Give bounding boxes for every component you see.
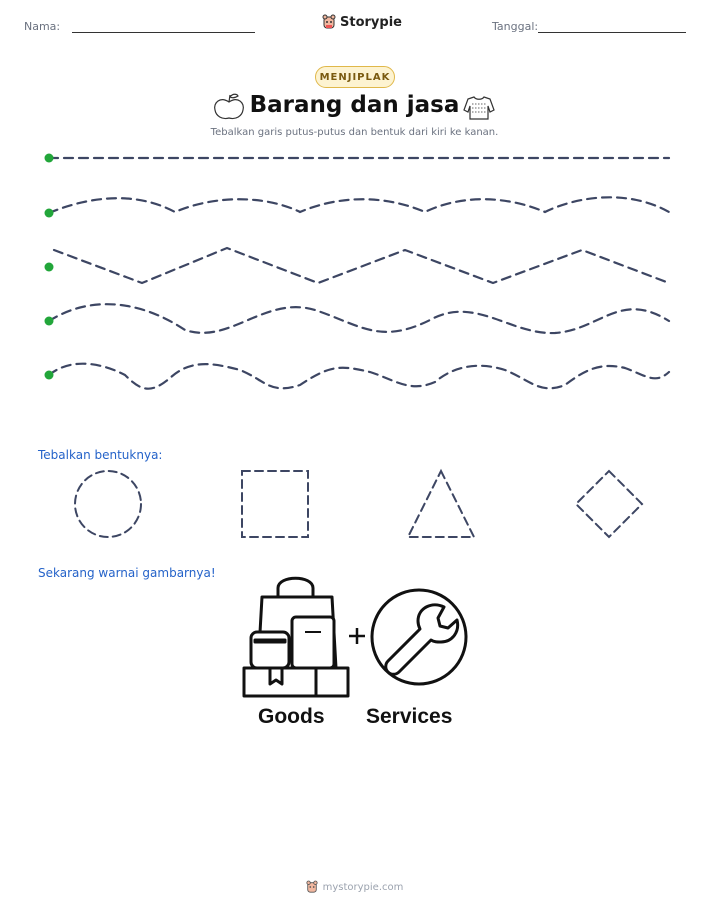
start-dot — [44, 153, 54, 163]
shapes-section-label: Tebalkan bentuknya: — [38, 448, 163, 462]
start-dot — [44, 262, 54, 272]
trace-square[interactable] — [241, 470, 309, 538]
start-dot — [44, 370, 54, 380]
start-dot — [44, 208, 54, 218]
plus-icon — [349, 628, 365, 644]
wrench-icon — [370, 588, 468, 686]
shopping-bag-icon — [242, 576, 350, 698]
trace-line-wave-3[interactable] — [47, 362, 671, 390]
footer: mystorypie.com — [0, 880, 709, 894]
page-subtitle: Tebalkan garis putus-putus dan bentuk da… — [210, 127, 499, 138]
brand-name: Storypie — [340, 14, 402, 30]
trace-triangle[interactable] — [406, 468, 476, 538]
coloring-section-label: Sekarang warnai gambarnya! — [38, 566, 216, 580]
storypie-logo-icon — [306, 880, 318, 893]
activity-badge: MENJIPLAK — [315, 66, 395, 88]
apple-icon — [214, 93, 244, 120]
storypie-logo-icon — [322, 14, 336, 29]
trace-line-wave-1[interactable] — [47, 196, 671, 215]
footer-url[interactable]: mystorypie.com — [322, 881, 404, 893]
trace-line-wave-2[interactable] — [47, 303, 671, 335]
date-line[interactable] — [538, 32, 686, 33]
sweater-icon — [463, 96, 495, 120]
start-dot — [44, 316, 54, 326]
trace-diamond[interactable] — [574, 469, 644, 539]
trace-circle[interactable] — [74, 470, 142, 538]
page-title: Barang dan jasa — [249, 92, 460, 118]
name-label: Nama: — [24, 20, 61, 33]
date-label: Tanggal: — [492, 20, 539, 33]
trace-line-zigzag[interactable] — [52, 246, 671, 285]
name-line[interactable] — [72, 32, 255, 33]
services-caption: Services — [366, 705, 453, 728]
brand: Storypie — [322, 14, 402, 30]
goods-caption: Goods — [258, 705, 325, 728]
